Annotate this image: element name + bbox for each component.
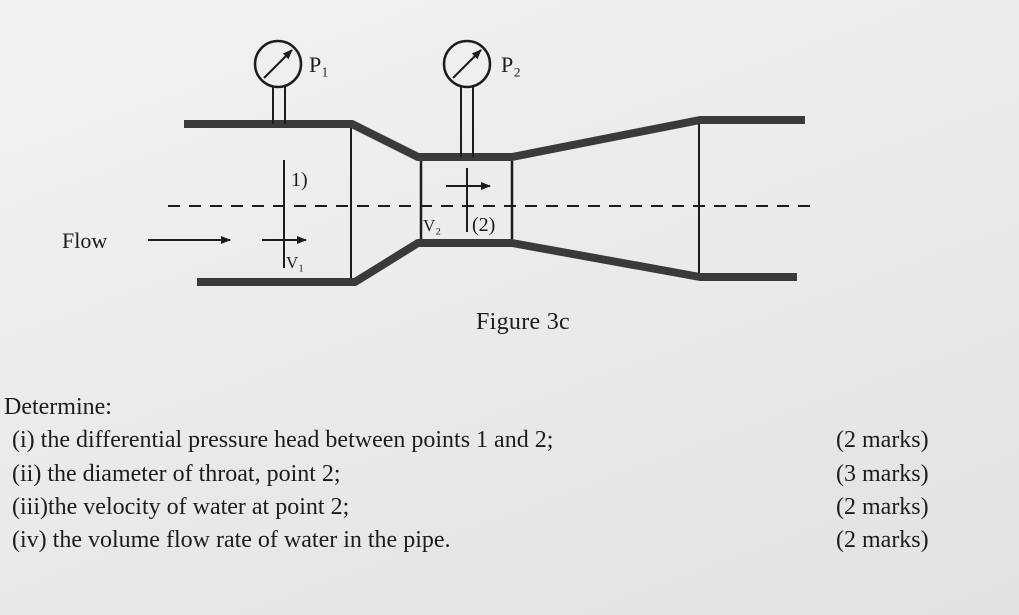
velocity-label-v2: V₂ (423, 216, 441, 235)
question-item-marks: (3 marks) (836, 461, 929, 487)
pipe-lower-wall (197, 239, 797, 286)
section-label-1: 1) (291, 169, 308, 191)
section-label-2: (2) (472, 214, 495, 236)
question-item-marks: (2 marks) (836, 494, 929, 520)
question-item-text: (i) the differential pressure head betwe… (12, 427, 554, 453)
flow-label: Flow (62, 228, 107, 253)
gauge-label-p1: P₁ (309, 52, 329, 77)
question-item-text: (ii) the diameter of throat, point 2; (12, 461, 341, 487)
pipe-upper-wall (184, 116, 805, 161)
pressure-gauge-1 (253, 39, 303, 124)
velocity-label-v1: V₁ (286, 253, 304, 272)
pressure-gauge-2 (442, 39, 492, 157)
question-item-marks: (2 marks) (836, 527, 929, 553)
question-item-text: (iv) the volume flow rate of water in th… (12, 527, 451, 553)
question-item-marks: (2 marks) (836, 427, 929, 453)
gauge-label-p2: P₂ (501, 52, 521, 77)
figure-caption: Figure 3c (476, 309, 571, 335)
question-item-text: (iii)the velocity of water at point 2; (12, 494, 350, 520)
venturi-diagram: P₁ P₂ Flow 1) V₁ V₂ (2) (62, 39, 810, 286)
question-intro: Determine: (4, 394, 112, 420)
